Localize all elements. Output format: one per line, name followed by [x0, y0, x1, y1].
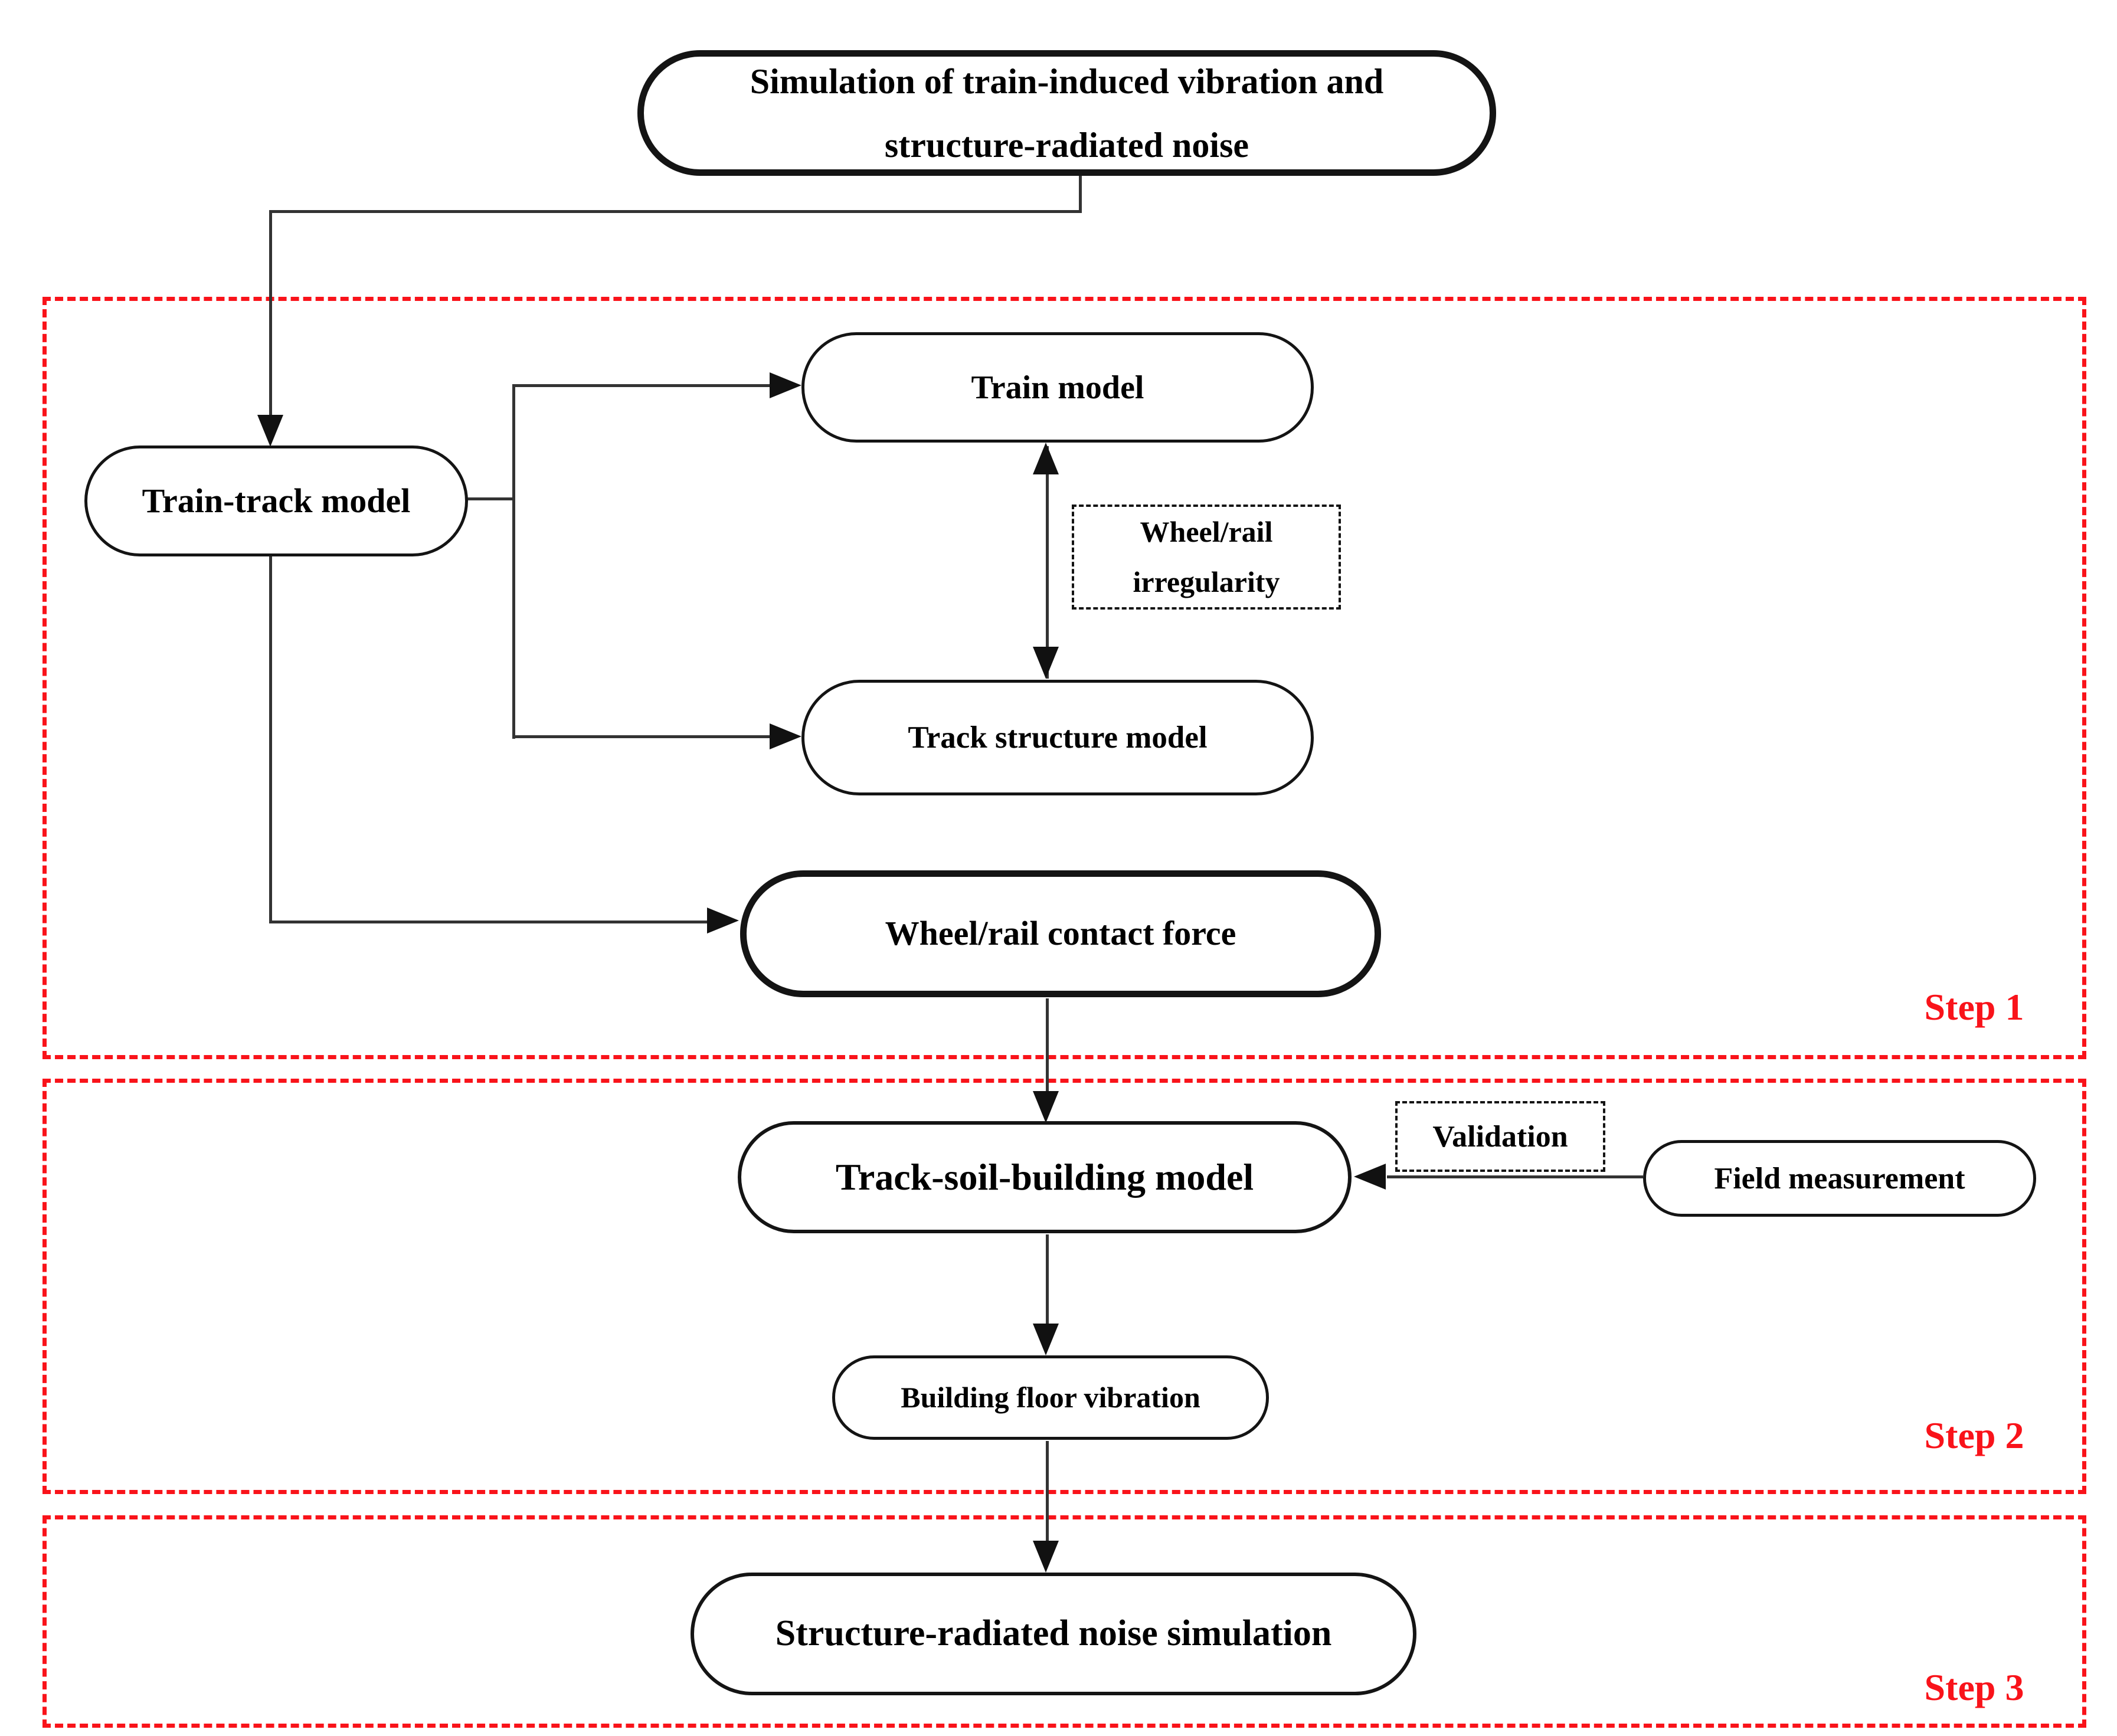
arrowhead-into-building-floor — [1033, 1324, 1059, 1355]
arrowhead-into-track-structure-model — [770, 723, 801, 749]
arrowhead-into-contact-force — [707, 908, 739, 933]
connector-track-soil-building-to-building-floor — [1046, 1234, 1049, 1324]
connector-root-to-train-track-seg3 — [269, 210, 272, 415]
step2-label: Step 2 — [1924, 1414, 2024, 1456]
connector-contact-force-to-track-soil-building — [1046, 998, 1049, 1092]
node-validation: Validation — [1395, 1101, 1605, 1172]
arrowhead-validation-into-track-soil-building — [1354, 1164, 1386, 1190]
arrowhead-into-train-track-model — [257, 415, 283, 447]
node-root-title: Simulation of train-induced vibration an… — [637, 50, 1496, 176]
connector-split-to-track-structure — [512, 735, 773, 738]
arrowhead-into-train-model — [770, 372, 801, 398]
connector-train-track-to-split — [467, 497, 515, 500]
connector-building-floor-to-noise-simulation — [1046, 1441, 1049, 1541]
connector-train-track-to-contact-force-seg1 — [269, 555, 272, 923]
node-train-track-model: Train-track model — [84, 446, 468, 556]
arrowhead-interaction-up — [1033, 443, 1059, 474]
node-track-structure-model: Track structure model — [801, 680, 1314, 795]
connector-wheel-rail-interaction — [1046, 446, 1049, 679]
node-wheel-rail-contact-force: Wheel/rail contact force — [740, 870, 1381, 997]
arrowhead-into-track-soil-building — [1033, 1091, 1059, 1123]
connector-split-to-train-model — [512, 384, 773, 387]
node-train-model: Train model — [801, 332, 1314, 443]
node-wheel-rail-irregularity: Wheel/rail irregularity — [1072, 505, 1341, 610]
node-track-soil-building-model: Track-soil-building model — [738, 1121, 1352, 1233]
step3-boundary — [42, 1515, 2086, 1728]
arrowhead-into-noise-simulation — [1033, 1541, 1059, 1573]
node-structure-radiated-noise-simulation: Structure-radiated noise simulation — [691, 1573, 1416, 1695]
step1-label: Step 1 — [1924, 986, 2024, 1028]
node-building-floor-vibration: Building floor vibration — [832, 1355, 1269, 1440]
step2-boundary — [42, 1079, 2086, 1494]
connector-split-vertical — [512, 384, 515, 739]
node-field-measurement: Field measurement — [1643, 1140, 2036, 1217]
step3-label: Step 3 — [1924, 1666, 2024, 1708]
connector-root-to-train-track-seg1 — [1079, 176, 1082, 211]
connector-train-track-to-contact-force-seg2 — [269, 921, 709, 923]
connector-field-measurement-to-track-soil-building — [1387, 1175, 1643, 1178]
connector-root-to-train-track-seg2 — [269, 210, 1082, 213]
arrowhead-interaction-down — [1033, 647, 1059, 679]
step1-boundary — [42, 297, 2086, 1059]
